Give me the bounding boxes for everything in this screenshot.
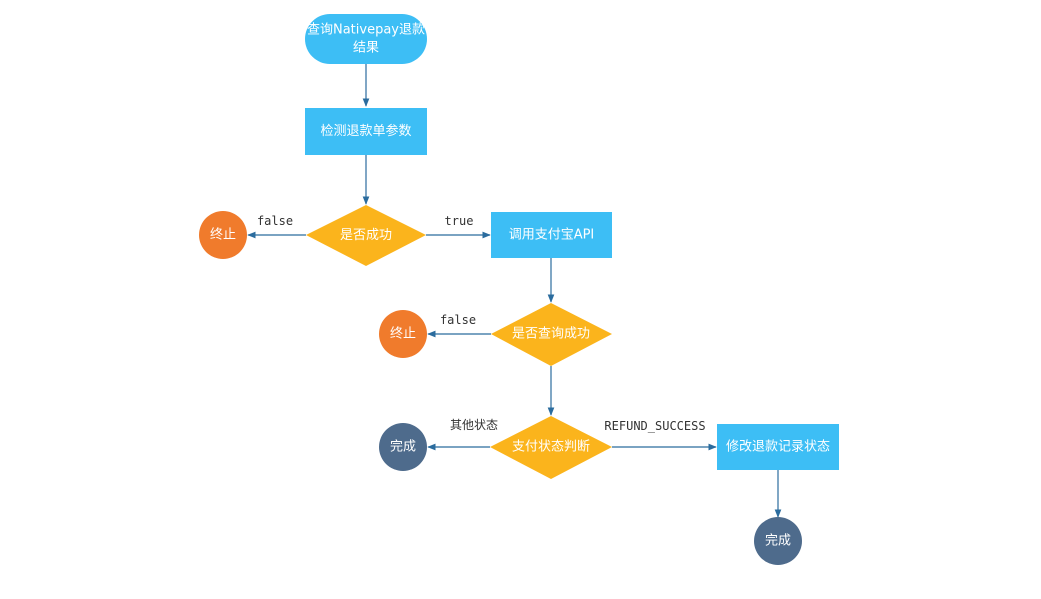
- end1-label: 终止: [210, 227, 236, 243]
- complete1-node[interactable]: 完成: [379, 423, 427, 471]
- check-params-shape: [305, 108, 427, 155]
- edge-label-false1: false: [257, 214, 293, 228]
- edge-label-false2: false: [440, 313, 476, 327]
- end2-shape: [379, 310, 427, 358]
- update-status-shape: [717, 424, 839, 470]
- start-node[interactable]: 查询Nativepay退款 结果: [305, 14, 427, 64]
- start-label-line2: 结果: [353, 41, 379, 56]
- decision-success-label: 是否成功: [340, 228, 392, 243]
- complete1-label: 完成: [390, 440, 416, 455]
- edge-label-other-status: 其他状态: [450, 418, 498, 432]
- start-label-line1: 查询Nativepay退款: [307, 23, 425, 38]
- edge-labels: false true false 其他状态 REFUND_SUCCESS: [257, 214, 706, 433]
- start-shape: [305, 14, 427, 64]
- call-api-node[interactable]: 调用支付宝API: [491, 212, 612, 258]
- decision-success-node[interactable]: 是否成功: [306, 205, 426, 266]
- edges: [247, 64, 782, 518]
- decision-query-label: 是否查询成功: [512, 327, 590, 342]
- edge-label-refund-success: REFUND_SUCCESS: [604, 419, 705, 433]
- update-status-node[interactable]: 修改退款记录状态: [717, 424, 839, 470]
- decision-query-node[interactable]: 是否查询成功: [491, 303, 612, 366]
- decision-status-shape: [490, 416, 612, 479]
- end1-shape: [199, 211, 247, 259]
- complete2-node[interactable]: 完成: [754, 517, 802, 565]
- decision-success-shape: [306, 205, 426, 266]
- decision-status-node[interactable]: 支付状态判断: [490, 416, 612, 479]
- edge-label-true1: true: [445, 214, 474, 228]
- decision-status-label: 支付状态判断: [512, 440, 590, 455]
- complete2-shape: [754, 517, 802, 565]
- complete2-label: 完成: [765, 534, 791, 549]
- check-params-node[interactable]: 检测退款单参数: [305, 108, 427, 155]
- check-params-label: 检测退款单参数: [320, 123, 411, 139]
- call-api-label: 调用支付宝API: [509, 228, 595, 243]
- complete1-shape: [379, 423, 427, 471]
- decision-query-shape: [491, 303, 612, 366]
- end2-label: 终止: [390, 326, 416, 342]
- end2-node[interactable]: 终止: [379, 310, 427, 358]
- update-status-label: 修改退款记录状态: [726, 440, 830, 455]
- call-api-shape: [491, 212, 612, 258]
- end1-node[interactable]: 终止: [199, 211, 247, 259]
